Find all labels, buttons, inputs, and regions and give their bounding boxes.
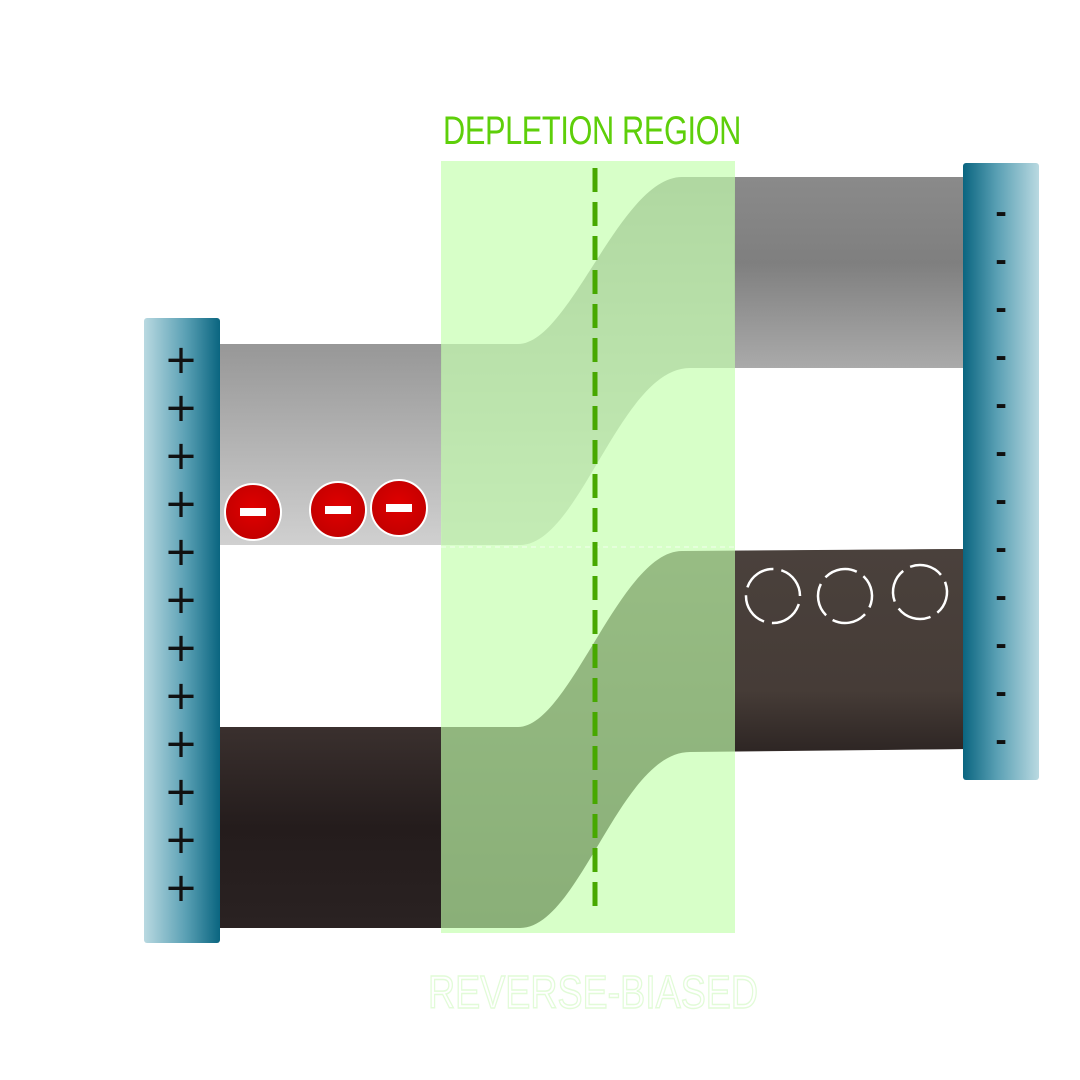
depletion-region-title: DEPLETION REGION [443,109,741,153]
plus-sign: + [164,817,198,863]
electron [224,483,282,541]
minus-sign: - [995,676,1007,709]
conduction-band-right [734,177,966,368]
negative-terminal-plate [963,163,1039,780]
positive-terminal: ++++++++++++ [144,318,220,943]
electron [370,479,428,537]
plus-sign: + [164,385,198,431]
holes [744,563,949,625]
plus-sign: + [164,433,198,479]
bias-label: REVERSE-BIASED [428,966,758,1018]
plus-sign: + [164,625,198,671]
minus-sign: - [995,388,1007,421]
hole [891,563,949,621]
plus-sign: + [164,337,198,383]
minus-charge-icon [240,508,266,516]
plus-sign: + [164,865,198,911]
plus-sign: + [164,721,198,767]
minus-sign: - [995,340,1007,373]
plus-sign: + [164,769,198,815]
negative-terminal-signs: - - - - - - - - - - - - [995,196,1007,757]
positive-terminal-plate [144,318,220,943]
valence-band-left [218,727,442,928]
minus-sign: - [995,628,1007,661]
minus-sign: - [995,484,1007,517]
plus-sign: + [164,481,198,527]
minus-sign: - [995,724,1007,757]
electron [309,481,367,539]
minus-charge-icon [325,506,351,514]
valence-band-right [734,549,966,751]
minus-charge-icon [386,504,412,512]
negative-terminal: - - - - - - - - - - - - [963,163,1039,780]
plus-sign: + [164,529,198,575]
hole [816,567,874,625]
minus-sign: - [995,244,1007,277]
electrons [224,479,428,541]
positive-terminal-signs: ++++++++++++ [164,337,198,911]
plus-sign: + [164,673,198,719]
minus-sign: - [995,196,1007,229]
minus-sign: - [995,580,1007,613]
minus-sign: - [995,532,1007,565]
hole [744,567,802,625]
plus-sign: + [164,577,198,623]
minus-sign: - [995,292,1007,325]
minus-sign: - [995,436,1007,469]
